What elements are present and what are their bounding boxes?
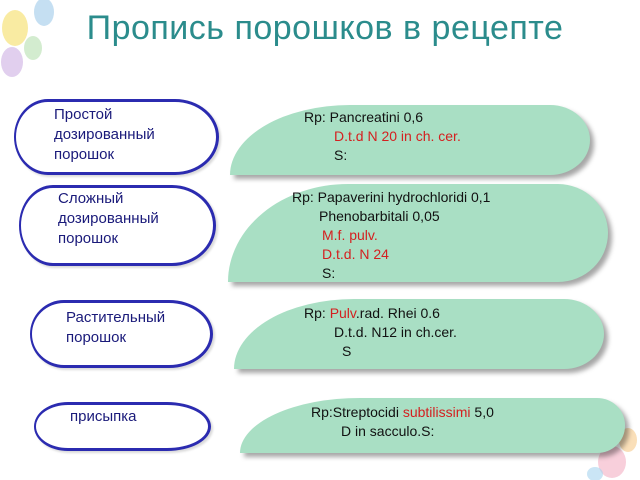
prescription-text: Rp: Pancreatini 0,6 D.t.d N 20 in ch. ce…	[304, 109, 461, 163]
balloon-blue-icon	[34, 0, 54, 26]
powder-type-box	[30, 300, 213, 368]
powder-type-label: Растительный порошок	[66, 309, 166, 346]
balloon-pink-icon	[598, 446, 626, 478]
balloon-green-icon	[24, 36, 42, 60]
powder-type-label: Простой дозированный порошок	[54, 106, 155, 163]
prescription-panel	[234, 299, 604, 369]
balloon-light-blue-icon	[587, 467, 603, 480]
prescription-panel	[240, 398, 625, 453]
powder-type-box	[19, 185, 216, 266]
prescription-text: Rp: Papaverini hydrochloridi 0,1 Phenoba…	[292, 189, 491, 281]
powder-type-box	[14, 99, 219, 175]
powder-type-label: Сложный дозированный порошок	[58, 190, 159, 247]
powder-type-box	[34, 402, 211, 451]
prescription-text: Rp:Streptocidi subtilissimi 5,0 D in sac…	[311, 404, 494, 439]
prescription-panel	[230, 105, 590, 175]
balloon-purple-icon	[1, 47, 23, 77]
prescription-panel	[228, 184, 608, 282]
balloon-yellow-icon	[2, 10, 28, 46]
prescription-text: Rp: Pulv.rad. Rhei 0.6 D.t.d. N12 in ch.…	[304, 305, 457, 359]
page-title: Пропись порошков в рецепте	[86, 9, 564, 47]
powder-type-label: присыпка	[70, 408, 137, 425]
